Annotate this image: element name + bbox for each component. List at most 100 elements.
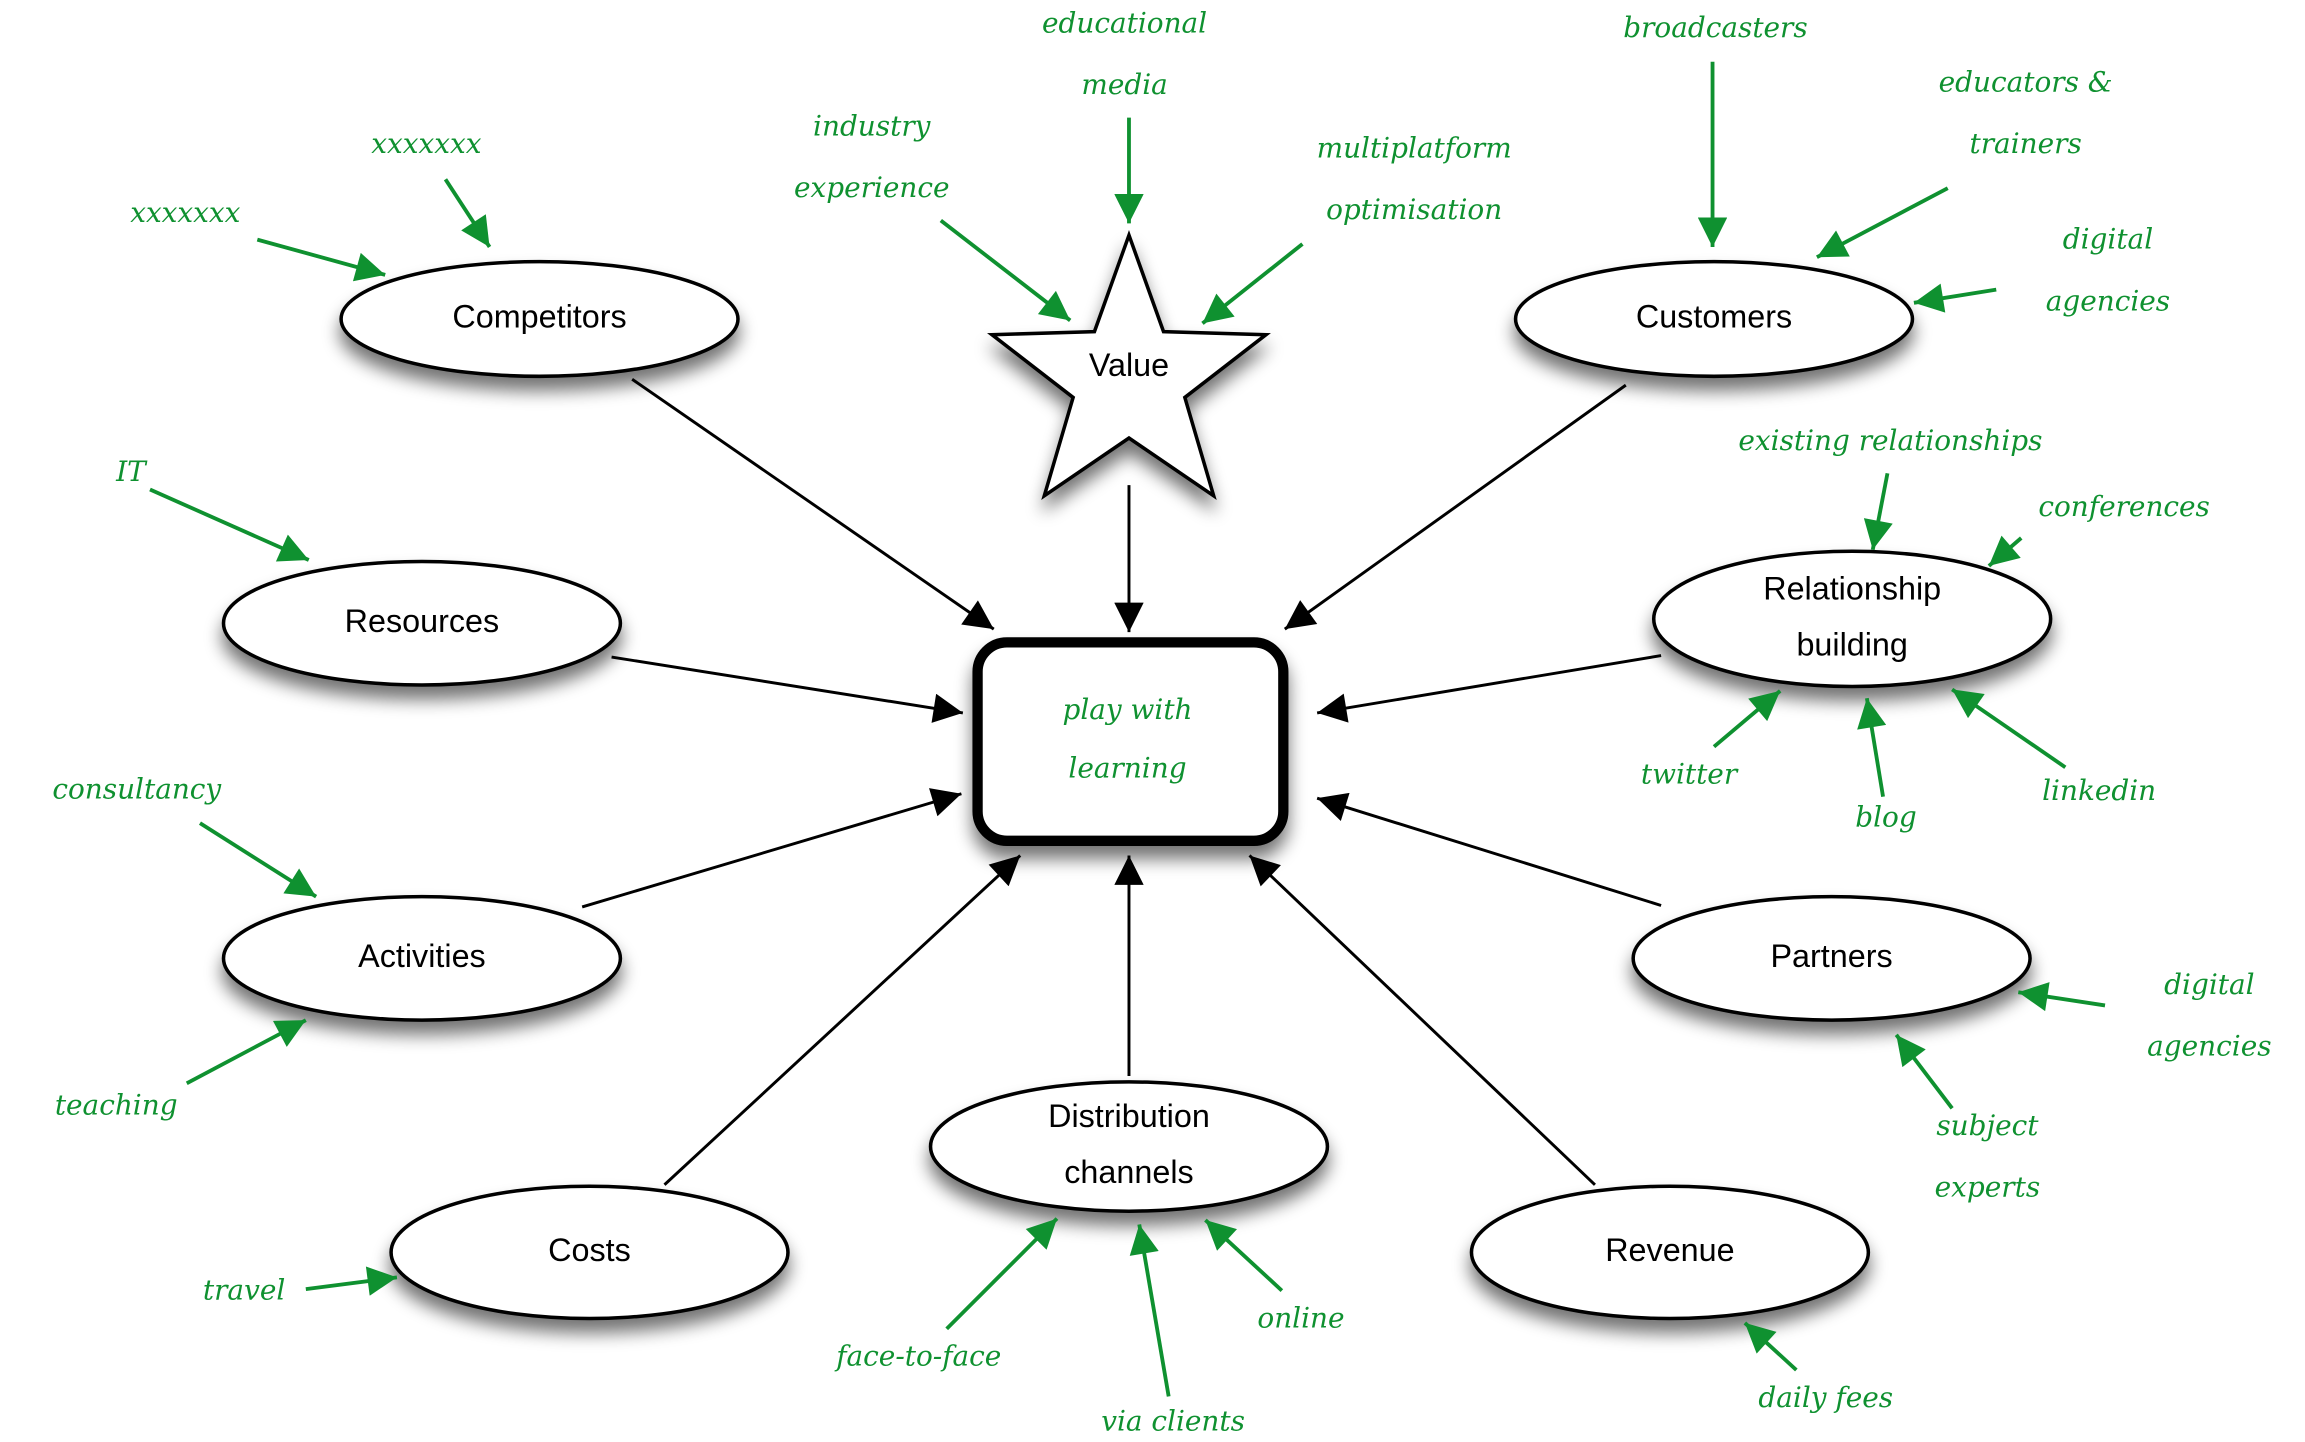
annotation-activities: consultancy [52, 772, 318, 899]
annotation-arrow [2017, 982, 2106, 1012]
annotation-relationship-building: conferences [1987, 490, 2210, 568]
node-label: Revenue [1605, 1232, 1734, 1268]
center-label: learning [1068, 752, 1186, 785]
annotation-label: subject [1936, 1109, 2039, 1142]
annotation-label: IT [115, 455, 148, 488]
annotation-arrow [443, 178, 492, 248]
node-label: Resources [345, 603, 500, 639]
annotation-distribution-channels: via clients [1101, 1224, 1245, 1437]
node-partners[interactable]: Partners [1631, 894, 2032, 1022]
annotation-arrow [1743, 1321, 1798, 1372]
annotation-label: xxxxxxx [130, 196, 240, 229]
annotation-label: educational [1042, 6, 1207, 39]
annotation-costs: travel [203, 1266, 398, 1307]
edge-customers-to-center [1283, 383, 1627, 631]
node-distribution-channels[interactable]: Distribution channels [928, 1080, 1330, 1213]
node-costs[interactable]: Costs [389, 1184, 790, 1321]
annotation-arrow [305, 1266, 398, 1296]
edge-costs-to-center [663, 854, 1022, 1186]
star-shape [987, 229, 1271, 501]
annotation-label: agencies [2046, 284, 2170, 317]
annotation-arrow [1204, 1218, 1284, 1293]
node-value[interactable]: Value [987, 229, 1271, 501]
node-activities[interactable]: Activities [221, 894, 623, 1022]
annotation-label: online [1257, 1301, 1344, 1334]
annotation-label: existing relationships [1738, 424, 2042, 457]
annotation-label: experience [794, 171, 950, 204]
annotation-label: consultancy [52, 772, 222, 805]
ellipse-shape [1513, 259, 1915, 379]
edge-partners-to-center [1316, 792, 1662, 907]
annotation-arrow [198, 821, 318, 899]
annotation-competitors: xxxxxxx [371, 127, 492, 248]
edge-activities-to-center [581, 788, 962, 909]
annotation-arrow [939, 218, 1072, 322]
node-relationship-building[interactable]: Relationship building [1651, 549, 2053, 689]
edge-competitors-to-center [631, 378, 995, 631]
annotation-label: twitter [1641, 758, 1739, 791]
annotation-arrow [149, 487, 310, 562]
annotation-label: via clients [1101, 1404, 1245, 1437]
annotation-label: multiplatform [1317, 131, 1512, 164]
ellipse-shape [1651, 549, 2053, 689]
annotation-arrow [1987, 535, 2023, 568]
ellipse-shape [221, 894, 623, 1022]
node-label: Relationship [1763, 570, 1941, 606]
ellipse-shape [339, 259, 740, 379]
annotation-arrow [1857, 697, 1887, 798]
annotation-label: linkedin [2042, 774, 2156, 807]
annotation-label: educators & [1939, 65, 2113, 98]
annotation-arrow [185, 1018, 307, 1086]
annotation-relationship-building: existing relationships [1738, 424, 2042, 551]
annotation-label: digital [2164, 968, 2254, 1001]
ellipse-shape [928, 1080, 1330, 1213]
annotation-label: industry [813, 109, 932, 142]
node-label: Customers [1636, 299, 1792, 335]
node-label: channels [1064, 1154, 1193, 1190]
edge-resources-to-center [611, 655, 964, 723]
node-label: Activities [358, 938, 486, 974]
annotations-layer: xxxxxxx xxxxxxx industry experience educatio… [52, 6, 2271, 1437]
ellipse-shape [389, 1184, 790, 1321]
node-label: Competitors [452, 299, 626, 335]
annotation-relationship-building: blog [1855, 697, 1917, 833]
annotation-value: educational media [1042, 6, 1207, 224]
node-label: Value [1089, 347, 1169, 383]
annotation-arrow [1913, 283, 1997, 313]
edge-relationship-building-to-center [1316, 654, 1662, 723]
annotation-distribution-channels: face-to-face [834, 1217, 1059, 1373]
annotation-activities: teaching [55, 1018, 307, 1121]
node-label: building [1796, 626, 1907, 662]
annotation-label: blog [1855, 800, 1916, 833]
annotation-label: daily fees [1758, 1381, 1893, 1414]
center-box [972, 637, 1289, 846]
node-label: Distribution [1048, 1098, 1210, 1134]
annotation-label: xxxxxxx [371, 127, 481, 160]
annotation-arrow [1863, 472, 1893, 551]
node-revenue[interactable]: Revenue [1469, 1184, 1871, 1321]
annotation-label: teaching [55, 1088, 178, 1121]
annotation-relationship-building: twitter [1641, 689, 1782, 791]
node-resources[interactable]: Resources [221, 559, 623, 687]
edges-layer [581, 378, 1662, 1186]
annotation-arrow [1951, 687, 2067, 769]
annotation-label: agencies [2147, 1030, 2271, 1063]
annotation-label: media [1081, 68, 1167, 101]
node-competitors[interactable]: Competitors [339, 259, 740, 379]
node-customers[interactable]: Customers [1513, 259, 1915, 379]
annotation-label: face-to-face [834, 1340, 1001, 1373]
annotation-label: conferences [2038, 490, 2210, 523]
annotation-label: travel [203, 1274, 285, 1307]
annotation-label: broadcasters [1623, 11, 1807, 44]
annotation-arrow [1894, 1033, 1954, 1110]
annotation-label: trainers [1970, 127, 2082, 160]
ellipse-shape [1631, 894, 2032, 1022]
annotation-arrow [256, 237, 386, 282]
annotation-value: industry experience [794, 109, 1072, 322]
annotation-arrow [1201, 242, 1304, 325]
